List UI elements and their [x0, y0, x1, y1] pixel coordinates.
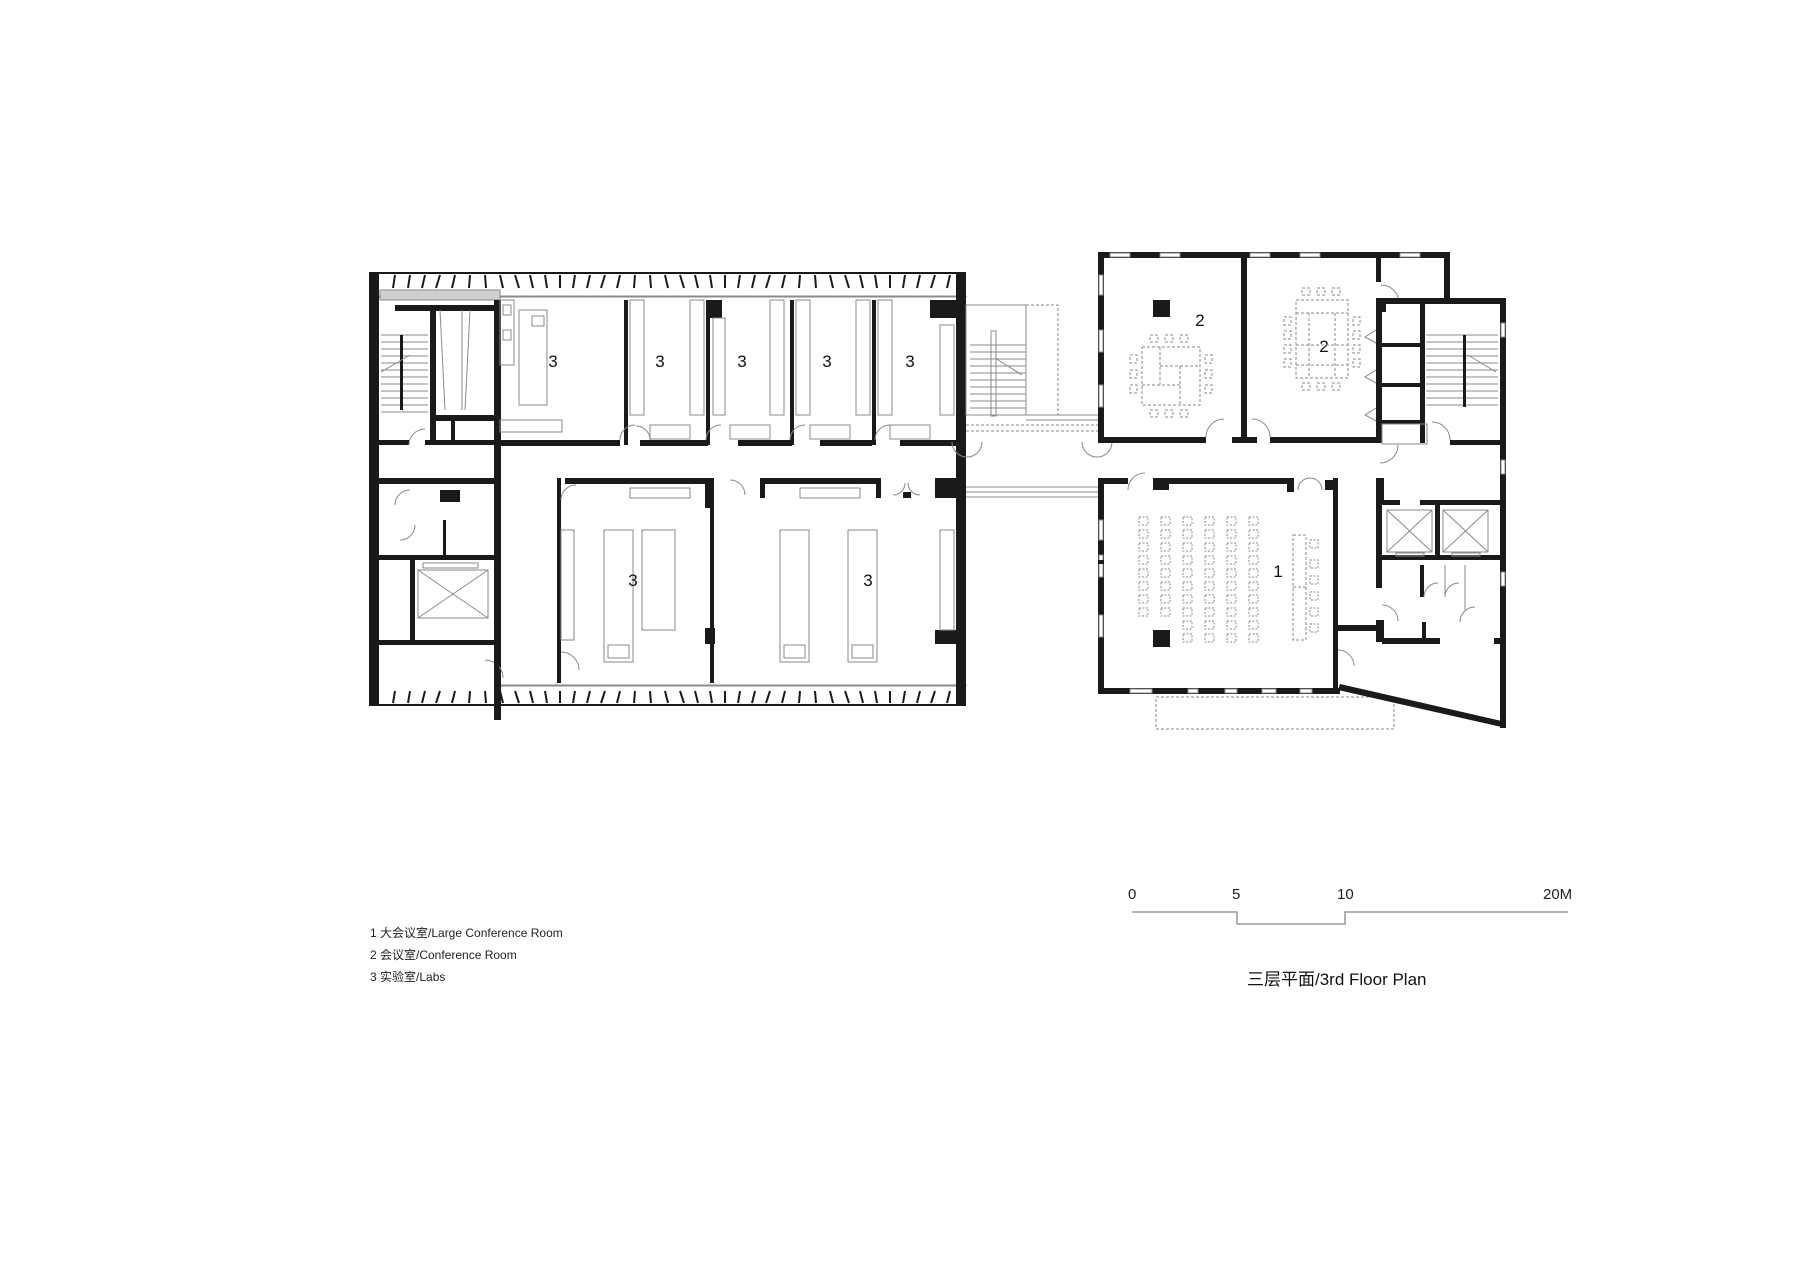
scale-tick-20m: 20M: [1543, 886, 1573, 903]
room-number-lab: 3: [863, 571, 872, 590]
room-number-large-conference: 1: [1273, 562, 1282, 581]
legend-item-large-conference-room: 1 大会议室/Large Conference Room: [370, 926, 563, 940]
legend-item-labs: 3 实验室/Labs: [370, 970, 446, 984]
room-number-lab: 3: [628, 571, 637, 590]
west-elevator: [417, 562, 489, 619]
south-louvres: [392, 690, 951, 704]
connecting-bridge: [951, 304, 1113, 498]
lab-furniture-bottom: [560, 487, 955, 663]
scale-tick-5: 5: [1232, 886, 1241, 903]
room-number-lab: 3: [822, 352, 831, 371]
scale-tick-10: 10: [1337, 886, 1354, 903]
room-number-lab: 3: [905, 352, 914, 371]
west-stair: [380, 334, 428, 413]
conference-table-a: [1129, 334, 1213, 418]
room-number-conference: 2: [1319, 337, 1328, 356]
east-stair: [1426, 334, 1498, 407]
conference-table-b: [1283, 287, 1361, 391]
scale-tick-0: 0: [1128, 886, 1137, 903]
east-wing: 2 2: [1098, 252, 1506, 730]
legend-item-conference-room: 2 会议室/Conference Room: [370, 948, 517, 962]
west-wing: 3 3 3 3 3: [369, 272, 967, 720]
east-elevators: [1386, 509, 1489, 557]
north-louvres: [392, 274, 951, 289]
auditorium-seating: [1138, 516, 1319, 643]
drawing-title: 三层平面/3rd Floor Plan: [1247, 970, 1427, 989]
lab-furniture-top: [499, 299, 955, 440]
room-number-conference: 2: [1195, 311, 1204, 330]
legend: 1 大会议室/Large Conference Room 2 会议室/Confe…: [370, 922, 563, 988]
room-number-lab: 3: [655, 352, 664, 371]
room-number-lab: 3: [548, 352, 557, 371]
room-number-lab: 3: [737, 352, 746, 371]
